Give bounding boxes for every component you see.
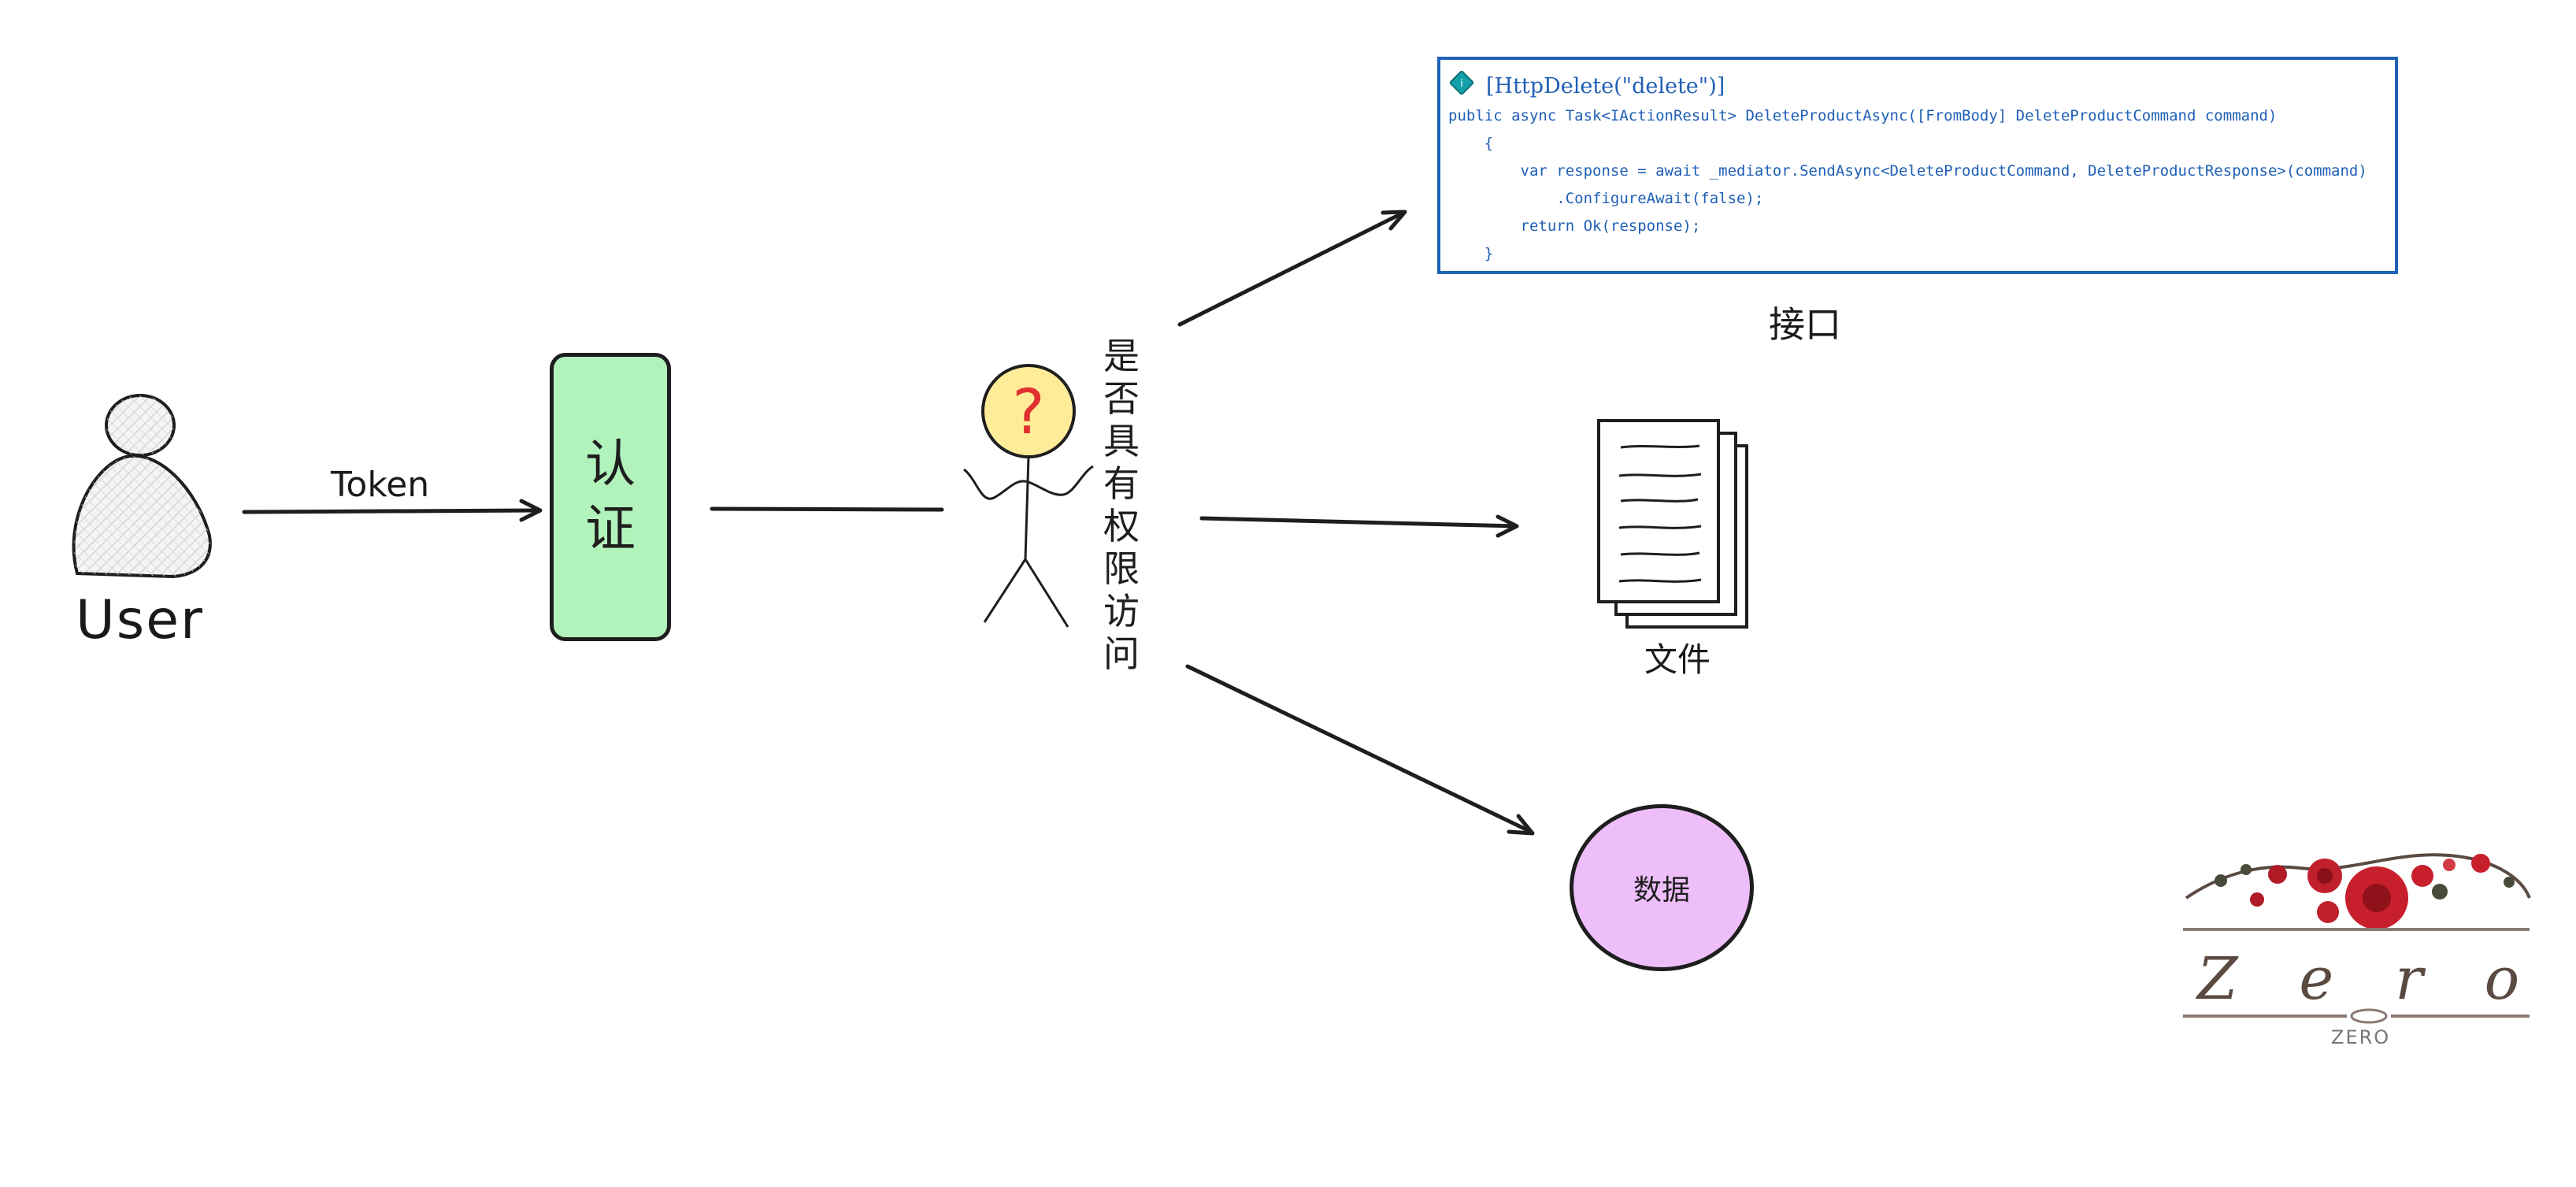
data-circle: 数据 — [1570, 804, 1754, 971]
user-icon — [72, 394, 212, 579]
arrow-to-data — [1185, 664, 1535, 836]
code-line-close-brace: } — [1448, 245, 1494, 262]
question-mark-icon: ? — [1012, 377, 1044, 448]
auth-to-check-line — [710, 506, 944, 512]
auth-label: 认证 — [585, 436, 636, 558]
logo-wordmark: Zero — [2197, 945, 2576, 1013]
code-line-attribute: [HttpDelete("delete")] — [1486, 74, 1725, 98]
info-diamond-icon: i — [1450, 71, 1473, 95]
arrow-to-file — [1199, 514, 1519, 538]
permission-check-figure: ? — [963, 364, 1094, 628]
api-label: 接口 — [1769, 303, 1841, 346]
token-arrow — [242, 499, 543, 522]
zero-logo-graphic — [2183, 853, 2531, 1024]
code-line-open-brace: { — [1448, 135, 1494, 152]
token-label: Token — [331, 465, 430, 505]
arrow-to-api — [1177, 210, 1407, 327]
logo-subtitle: ZERO — [2331, 1026, 2391, 1048]
auth-box: 认证 — [550, 353, 671, 641]
svg-text:i: i — [1460, 78, 1463, 90]
file-label: 文件 — [1644, 640, 1711, 679]
code-line-return: return Ok(response); — [1448, 217, 1701, 235]
code-line-configure: .ConfigureAwait(false); — [1448, 190, 1764, 207]
file-icon — [1597, 419, 1748, 629]
user-label: User — [76, 589, 204, 651]
permission-question-label: 是否具有权限访问 — [1103, 335, 1140, 675]
code-line-response: var response = await _mediator.SendAsync… — [1448, 162, 2367, 180]
api-code-box: i [HttpDelete("delete")] public async Ta… — [1437, 57, 2398, 274]
code-line-signature: public async Task<IActionResult> DeleteP… — [1448, 107, 2278, 124]
data-label: 数据 — [1633, 874, 1690, 907]
